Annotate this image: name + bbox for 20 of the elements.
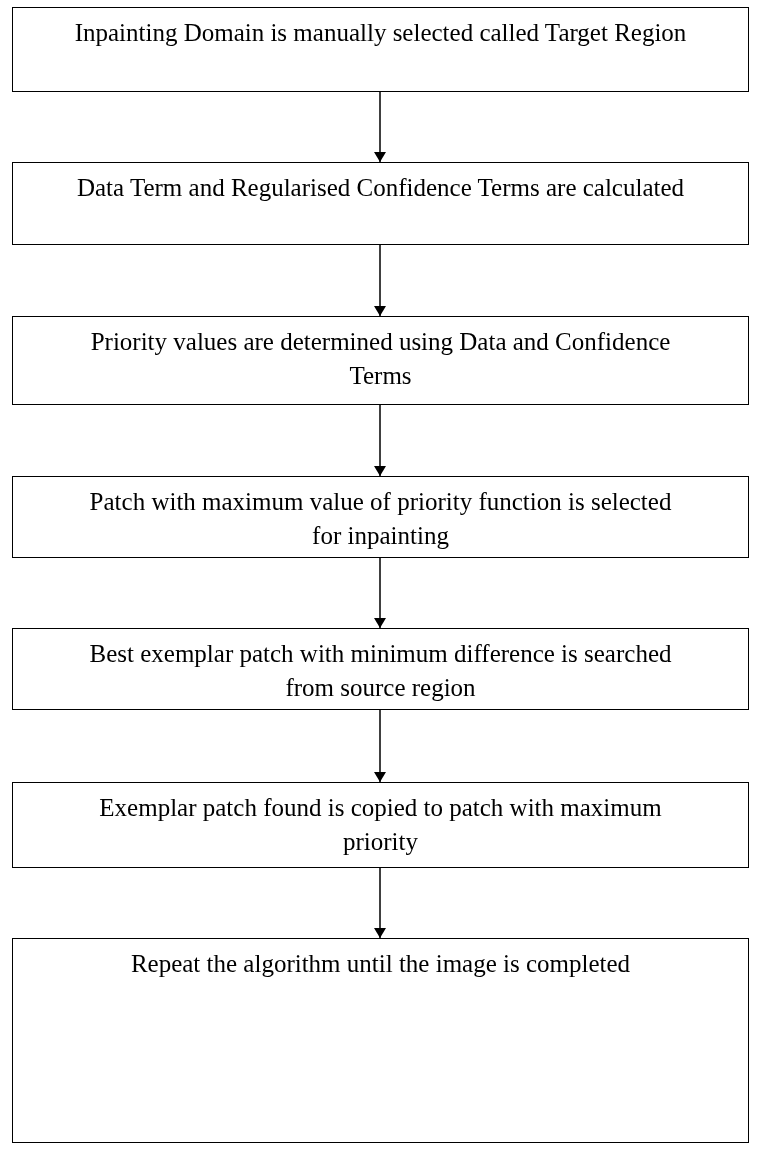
step-text: Patch with maximum value of priority function is selected for inpainting	[88, 487, 673, 551]
process-box	[12, 476, 749, 558]
step-text: Exemplar patch found is copied to patch with maximum priority	[98, 793, 663, 857]
process-box	[12, 782, 749, 868]
arrow	[374, 867, 386, 939]
step-text: Inpainting Domain is manually selected called Target Region	[73, 18, 688, 48]
arrow	[374, 244, 386, 317]
step-text: Repeat the algorithm until the image is completed	[129, 949, 632, 979]
process-box	[12, 7, 749, 92]
process-box	[12, 162, 749, 245]
arrow	[374, 557, 386, 629]
step-text: Priority values are determined using Data and Confidence Terms	[89, 327, 672, 391]
process-box	[12, 628, 749, 710]
step-text: Data Term and Regularised Confidence Terms are calculated	[75, 173, 686, 203]
process-box	[12, 316, 749, 405]
step-text: Best exemplar patch with minimum difference is searched from source region	[88, 639, 673, 703]
arrow	[374, 404, 386, 477]
arrow	[374, 709, 386, 783]
arrow	[374, 91, 386, 163]
process-box	[12, 938, 749, 1143]
